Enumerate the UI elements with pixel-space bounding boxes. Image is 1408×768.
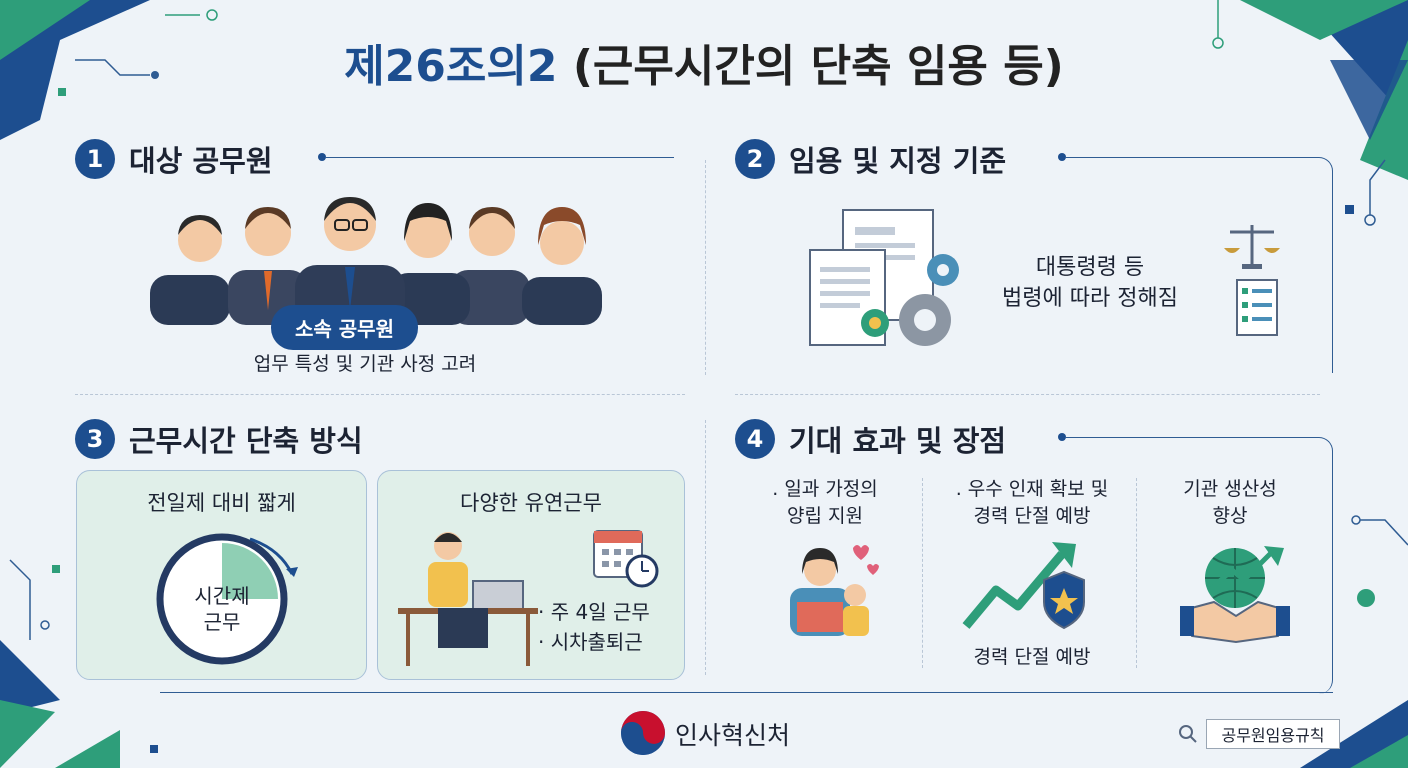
search-keyword-box[interactable]: 공무원임용규칙 [1206,719,1340,749]
logo-text: 인사혁신처 [675,721,791,750]
vertical-divider-bottom [705,420,706,675]
parent-child-icon [790,545,879,636]
flexible-item-2: · 시차출퇴근 [538,630,643,654]
vertical-divider-top [705,160,706,375]
section-2-text-1: 대통령령 등 [1035,255,1145,280]
flexible-item-1: · 주 4일 근무 [538,600,650,624]
page-title: 제26조의2 (근무시간의 단축 임용 등) [0,30,1408,94]
section-3-title: 근무시간 단축 방식 [129,424,363,458]
horizontal-divider-right [735,394,1320,395]
effect-1-line1: . 일과 가정의 [772,478,878,500]
effect-3-line1: 기관 생산성 [1183,478,1277,500]
documents-gear-icon [809,209,959,346]
section-4-dot [1058,433,1066,441]
handshake-globe-icon [1180,546,1290,644]
bottom-line [160,692,1333,693]
section-1-dot [318,153,326,161]
effect-3-line2: 향상 [1212,505,1248,527]
section-2-title: 임용 및 지정 기준 [789,144,1007,178]
section-2-header: 2 임용 및 지정 기준 [735,138,1006,180]
flexible-work-box-title: 다양한 유연근무 [460,491,602,515]
target-badge: 소속 공무원 [271,305,418,350]
growth-arrow-icon [962,542,1085,630]
effect-2-line2: 경력 단절 예방 [973,505,1091,527]
section-1-title: 대상 공무원 [129,144,273,178]
section-2-number: 2 [735,139,775,179]
section-1-line [326,157,674,158]
section-4-number: 4 [735,419,775,459]
section-3-number: 3 [75,419,115,459]
section-1-number: 1 [75,139,115,179]
section-3-header: 3 근무시간 단축 방식 [75,418,363,460]
section-1-caption: 업무 특성 및 기관 사정 고려 [253,353,477,375]
section-4-header: 4 기대 효과 및 장점 [735,418,1006,460]
government-logo-icon [621,711,665,755]
part-time-box: 전일제 대비 짧게 시간제 근무 [76,470,367,680]
horizontal-divider-left [75,394,685,395]
clock-icon [156,533,298,665]
clock-label-1: 시간제 [194,584,250,608]
scales-and-checklist-icon [1224,225,1280,336]
section-1-header: 1 대상 공무원 [75,138,273,180]
title-rest: (근무시간의 단축 임용 등) [557,41,1064,92]
clock-label-2: 근무 [203,610,241,634]
effect-1-line2: 양립 지원 [787,505,863,527]
effect-2-caption: 경력 단절 예방 [973,646,1091,668]
search-icon[interactable] [1178,724,1198,744]
flexible-work-box: 다양한 유연근무 · 주 4일 근무 · 시차출퇴근 [377,470,685,680]
desk-worker-icon [398,532,538,666]
section-4-title: 기대 효과 및 장점 [789,424,1007,458]
title-prefix: 제26조의2 [344,41,558,92]
calendar-clock-icon [593,530,659,588]
section-4-frame [1066,437,1333,694]
effects-divider-1 [922,478,923,668]
people-group-icon [150,197,602,325]
section-2-dot [1058,153,1066,161]
effect-2-line1: . 우수 인재 확보 및 [955,478,1109,500]
section-2-frame [1066,157,1333,373]
section-2-text-2: 법령에 따라 정해짐 [1002,286,1178,311]
part-time-box-title: 전일제 대비 짧게 [147,491,296,515]
effects-divider-2 [1136,478,1137,668]
